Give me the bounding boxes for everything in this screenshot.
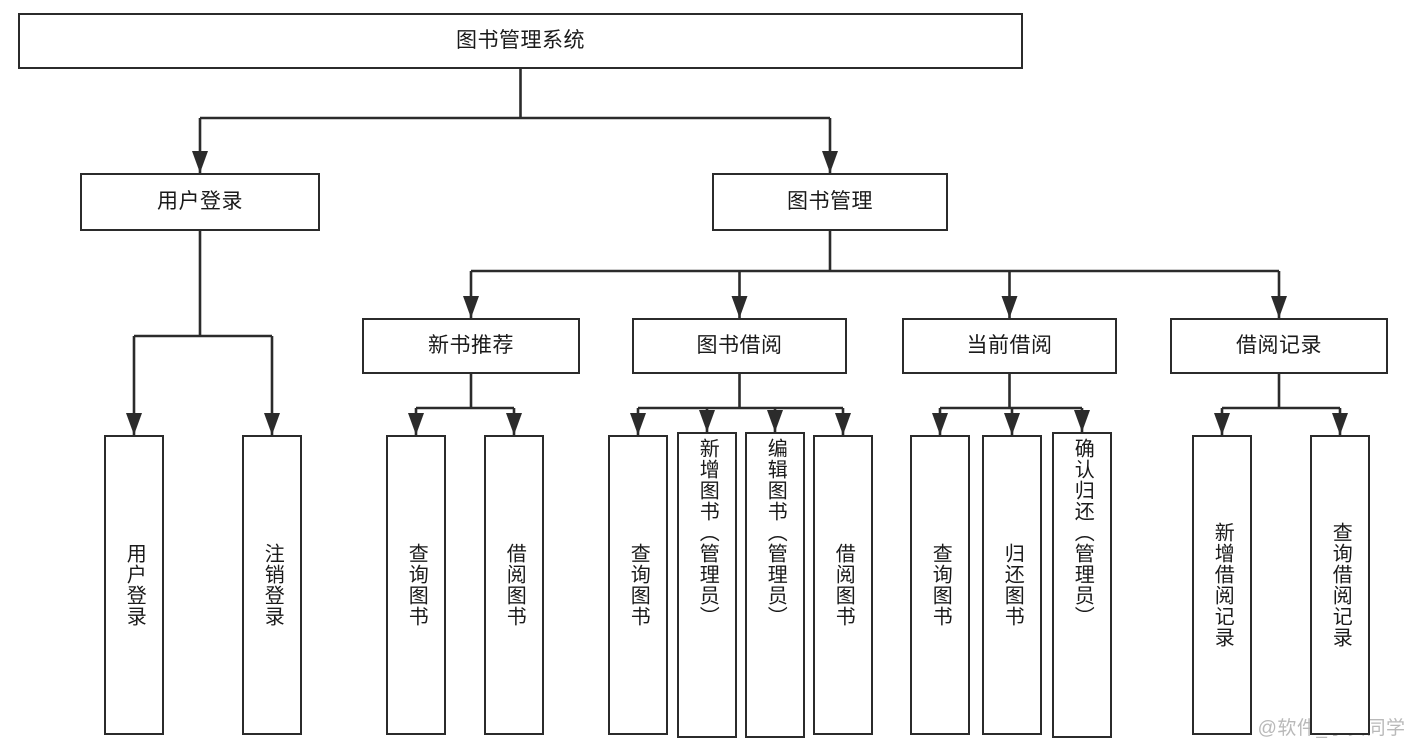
node-label: 图书管理系统 bbox=[456, 28, 585, 52]
node-label: 借阅图书 bbox=[832, 543, 855, 627]
arrowhead-icon bbox=[506, 413, 522, 435]
node-book-manage[interactable]: 图书管理 bbox=[712, 173, 948, 231]
arrowhead-icon bbox=[463, 296, 479, 318]
node-label: 用户登录 bbox=[157, 189, 243, 213]
arrowhead-icon bbox=[630, 413, 646, 435]
node-leaf-add-record[interactable]: 新增借阅记录 bbox=[1192, 435, 1252, 735]
node-label: 当前借阅 bbox=[966, 333, 1053, 357]
node-label: 新增借阅记录 bbox=[1211, 522, 1234, 648]
node-label: 新书推荐 bbox=[428, 333, 514, 357]
node-leaf-borrow-book-1[interactable]: 借阅图书 bbox=[484, 435, 544, 735]
node-label: 查询图书 bbox=[929, 543, 952, 627]
arrowhead-icon bbox=[767, 410, 783, 432]
arrowhead-icon bbox=[731, 296, 748, 318]
arrowhead-icon bbox=[699, 410, 715, 432]
arrowhead-icon bbox=[1214, 413, 1230, 435]
arrowhead-icon bbox=[1001, 296, 1018, 318]
node-label: 编辑图书（管理员） bbox=[764, 438, 787, 627]
node-label: 查询图书 bbox=[627, 543, 650, 627]
node-leaf-query-book-3[interactable]: 查询图书 bbox=[910, 435, 970, 735]
arrowhead-icon bbox=[264, 413, 280, 435]
arrowhead-icon bbox=[1332, 413, 1348, 435]
arrowhead-icon bbox=[126, 413, 142, 435]
arrowhead-icon bbox=[835, 413, 851, 435]
node-leaf-borrow-book-2[interactable]: 借阅图书 bbox=[813, 435, 873, 735]
node-leaf-query-record[interactable]: 查询借阅记录 bbox=[1310, 435, 1370, 735]
arrowhead-icon bbox=[822, 151, 838, 173]
node-label: 图书管理 bbox=[787, 189, 873, 213]
arrowhead-icon bbox=[192, 151, 208, 173]
node-book-borrow[interactable]: 图书借阅 bbox=[632, 318, 847, 374]
node-label: 用户登录 bbox=[123, 543, 146, 627]
node-leaf-edit-book[interactable]: 编辑图书（管理员） bbox=[745, 432, 805, 738]
arrowhead-icon bbox=[1271, 296, 1287, 318]
node-label: 图书借阅 bbox=[696, 333, 783, 357]
arrowhead-icon bbox=[932, 413, 948, 435]
node-label: 借阅记录 bbox=[1236, 333, 1322, 357]
node-label: 查询借阅记录 bbox=[1329, 522, 1352, 648]
node-leaf-user-login[interactable]: 用户登录 bbox=[104, 435, 164, 735]
node-leaf-logout[interactable]: 注销登录 bbox=[242, 435, 302, 735]
node-current-borrow[interactable]: 当前借阅 bbox=[902, 318, 1117, 374]
arrowhead-icon bbox=[1074, 410, 1090, 432]
node-leaf-return-book[interactable]: 归还图书 bbox=[982, 435, 1042, 735]
node-label: 确认归还（管理员） bbox=[1071, 438, 1094, 627]
node-new-book-rec[interactable]: 新书推荐 bbox=[362, 318, 580, 374]
node-borrow-record[interactable]: 借阅记录 bbox=[1170, 318, 1388, 374]
node-label: 注销登录 bbox=[261, 543, 284, 627]
node-leaf-confirm-return[interactable]: 确认归还（管理员） bbox=[1052, 432, 1112, 738]
arrowhead-icon bbox=[408, 413, 424, 435]
node-leaf-add-book[interactable]: 新增图书（管理员） bbox=[677, 432, 737, 738]
node-label: 查询图书 bbox=[405, 543, 428, 627]
node-user-login[interactable]: 用户登录 bbox=[80, 173, 320, 231]
node-leaf-query-book-1[interactable]: 查询图书 bbox=[386, 435, 446, 735]
node-root[interactable]: 图书管理系统 bbox=[18, 13, 1023, 69]
node-label: 新增图书（管理员） bbox=[696, 438, 719, 627]
arrowhead-icon bbox=[1004, 413, 1020, 435]
node-label: 归还图书 bbox=[1001, 543, 1024, 627]
node-label: 借阅图书 bbox=[503, 543, 526, 627]
node-leaf-query-book-2[interactable]: 查询图书 bbox=[608, 435, 668, 735]
